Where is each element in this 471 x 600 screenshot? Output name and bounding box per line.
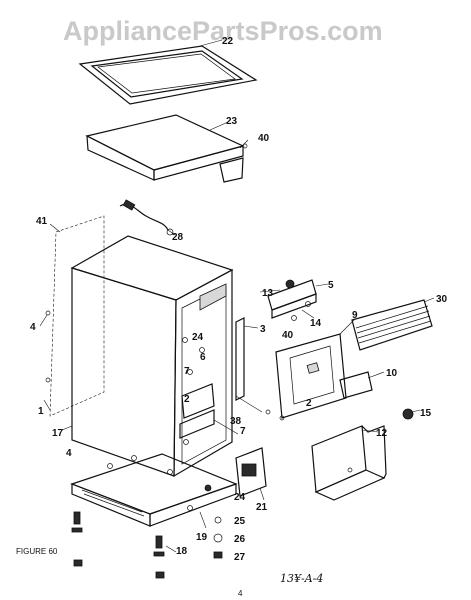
part-5-mount-bracket (259, 279, 329, 321)
callout-24-mid: 24 (192, 332, 204, 343)
callout-9: 9 (352, 310, 358, 321)
callout-4-left: 4 (30, 322, 36, 333)
callout-40-mid: 40 (282, 330, 294, 341)
callout-40-top: 40 (258, 133, 270, 144)
callout-19: 19 (196, 532, 208, 543)
callout-7-mid: 7 (184, 366, 190, 377)
part-21-compressor-bracket (235, 447, 267, 501)
callout-2-right: 2 (306, 398, 312, 409)
callout-10: 10 (386, 368, 398, 379)
callout-24-bottom: 24 (234, 492, 246, 503)
callout-labels: 22 23 40 41 28 4 5 13 14 40 30 9 3 24 6 … (30, 36, 448, 563)
part-41-back-panel (39, 215, 105, 417)
callout-12: 12 (376, 428, 388, 439)
callout-30: 30 (436, 294, 448, 305)
part-17-cabinet (61, 235, 234, 478)
figure-label: FIGURE 60 (16, 547, 58, 556)
callout-1: 1 (38, 406, 44, 417)
callout-18: 18 (176, 546, 188, 557)
page-number: 4 (238, 589, 243, 598)
callout-2-mid: 2 (184, 394, 190, 405)
callout-7-right: 7 (240, 426, 246, 437)
callout-23: 23 (226, 116, 238, 127)
callout-27: 27 (234, 552, 246, 563)
callout-15: 15 (420, 408, 432, 419)
callout-4-bottom: 4 (66, 448, 72, 459)
handwritten-code: 13¥-A-4 (280, 572, 323, 585)
callout-6: 6 (200, 352, 206, 363)
part-23-top-cover (85, 114, 249, 183)
part-22-gasket (78, 39, 258, 105)
callout-38: 38 (230, 416, 242, 427)
watermark-text: AppliancePartsPros.com (63, 16, 383, 46)
callout-17: 17 (52, 428, 64, 439)
callout-22: 22 (222, 36, 234, 47)
feet-hardware (71, 511, 223, 579)
callout-14: 14 (310, 318, 322, 329)
callout-28: 28 (172, 232, 184, 243)
part-28-power-cord (119, 199, 176, 236)
part-30-grille (351, 297, 435, 351)
part-10-plate (339, 371, 385, 399)
part-15-knob (402, 408, 421, 420)
callout-5: 5 (328, 280, 334, 291)
callout-13: 13 (262, 288, 274, 299)
callout-26: 26 (234, 534, 246, 545)
callout-3: 3 (260, 324, 266, 335)
part-3-rail (235, 317, 259, 401)
part-12-support-bracket (311, 425, 387, 501)
callout-25: 25 (234, 516, 246, 527)
callout-41: 41 (36, 216, 48, 227)
part-19-base (70, 453, 238, 529)
callout-21: 21 (256, 502, 268, 513)
brackets-cluster (179, 337, 271, 445)
